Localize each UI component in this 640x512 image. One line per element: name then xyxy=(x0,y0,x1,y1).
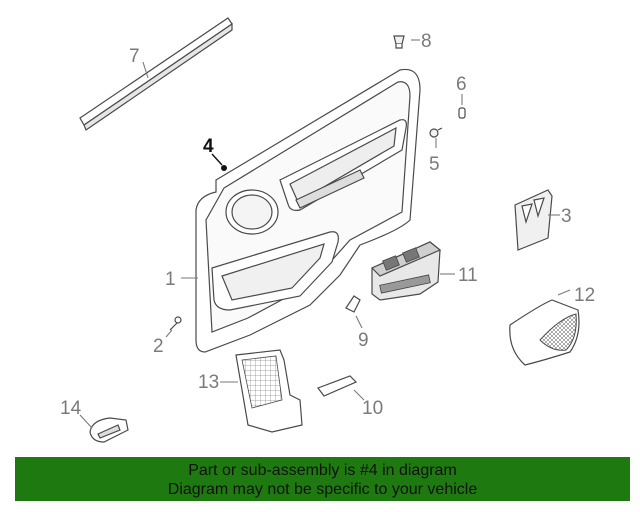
callout-5: 5 xyxy=(429,154,440,175)
part-13-pocket xyxy=(235,349,303,433)
callout-13: 13 xyxy=(198,372,219,393)
part-14-lamp xyxy=(89,417,129,443)
part-1-door-trim-panel xyxy=(195,68,421,353)
part-7-weatherstrip xyxy=(79,17,233,131)
callout-10: 10 xyxy=(362,398,383,419)
part-11-window-switch xyxy=(370,241,442,301)
part-12-speaker-grille xyxy=(509,299,580,366)
callout-4: 4 xyxy=(203,136,214,157)
part-6-pin xyxy=(458,107,466,119)
part-5-clip xyxy=(429,127,443,138)
part-2-screw xyxy=(169,316,182,331)
part-8-push-clip xyxy=(393,35,405,49)
part-4-clip xyxy=(221,165,227,171)
callout-6: 6 xyxy=(456,74,467,95)
leader-lines xyxy=(79,39,571,429)
part-3-bracket xyxy=(514,189,553,251)
callout-3: 3 xyxy=(561,206,572,227)
callout-14: 14 xyxy=(60,398,82,419)
callout-11: 11 xyxy=(458,265,478,286)
callout-7: 7 xyxy=(129,46,140,67)
info-banner: Part or sub-assembly is #4 in diagram Di… xyxy=(15,457,630,501)
parts-diagram: 7 8 6 5 4 3 1 11 12 2 9 13 10 14 xyxy=(60,17,595,443)
part-10-cover xyxy=(317,375,358,397)
callout-2: 2 xyxy=(153,336,164,357)
callout-1: 1 xyxy=(165,269,176,290)
part-9-clip xyxy=(345,295,361,313)
callout-12: 12 xyxy=(574,285,595,306)
banner-line-2: Diagram may not be specific to your vehi… xyxy=(167,481,478,498)
callout-9: 9 xyxy=(358,330,369,351)
banner-line-1: Part or sub-assembly is #4 in diagram xyxy=(188,462,457,479)
callout-8: 8 xyxy=(421,31,432,52)
